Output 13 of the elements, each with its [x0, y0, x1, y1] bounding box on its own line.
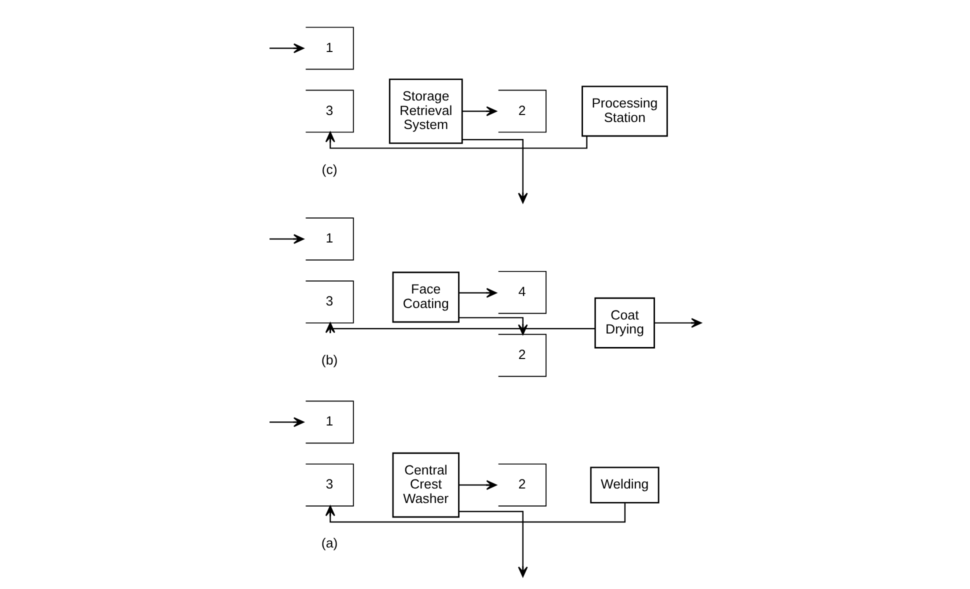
- node-text: 2: [518, 102, 526, 118]
- node-text: 3: [325, 293, 333, 308]
- label: (b): [320, 352, 338, 368]
- node-text: 2: [518, 346, 526, 362]
- node-text: 1: [325, 230, 333, 246]
- node-text: 3: [325, 476, 333, 492]
- label: (a): [320, 536, 338, 551]
- node-text: 1: [325, 414, 333, 429]
- node-text: 1: [325, 40, 333, 55]
- node-text: 2: [518, 476, 526, 492]
- node-text: 4: [518, 284, 526, 299]
- label: (c): [321, 162, 337, 177]
- node-text: 3: [325, 102, 333, 118]
